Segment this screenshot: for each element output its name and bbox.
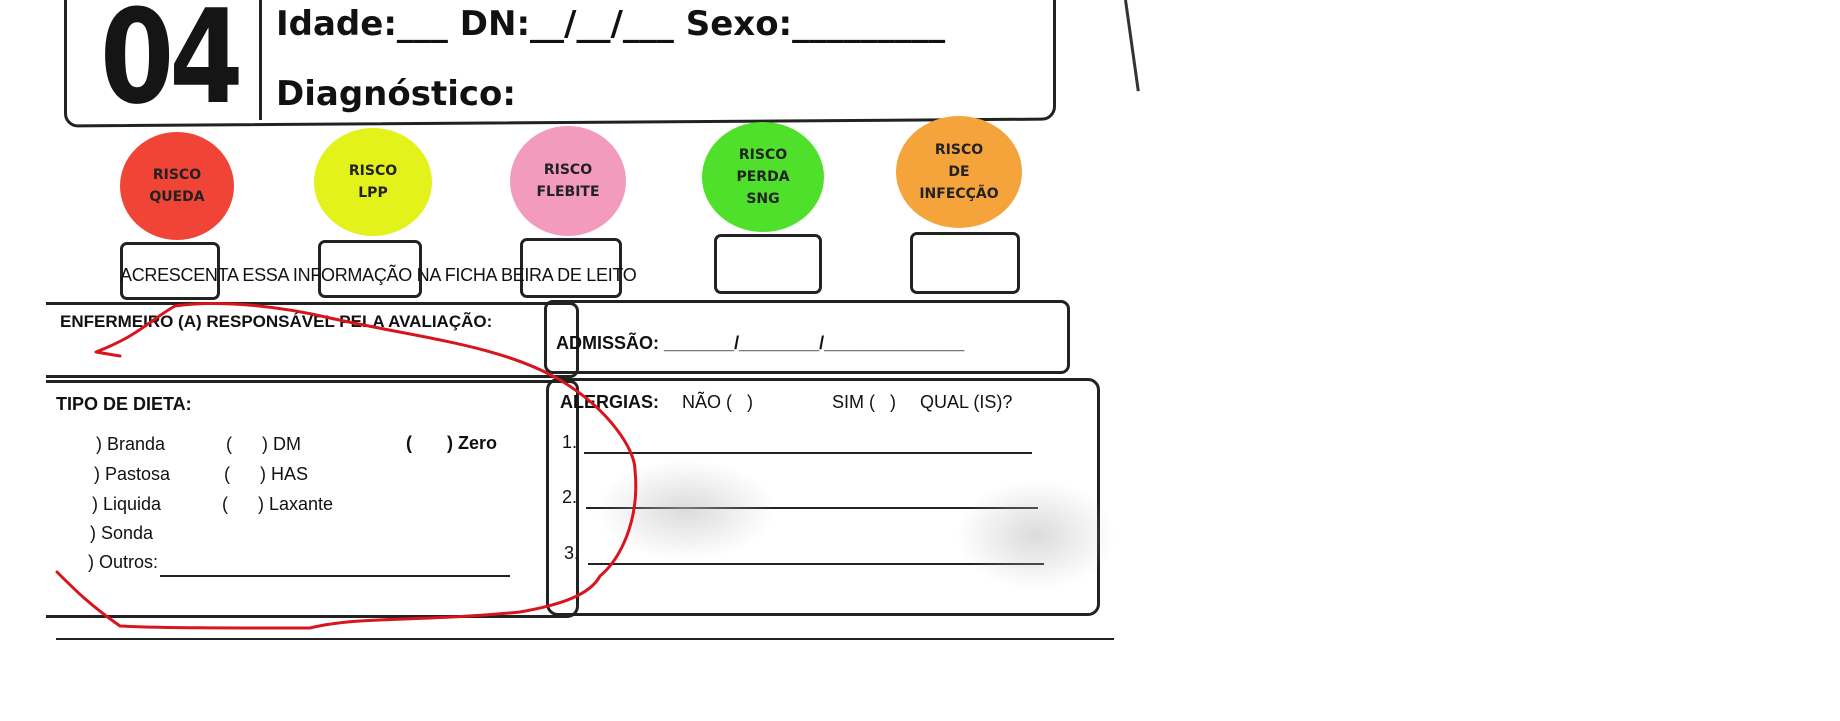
allergy-item-1-line[interactable]	[584, 452, 1032, 454]
header-divider	[259, 0, 262, 120]
diet-option-zero[interactable]: ( ) Zero	[406, 433, 498, 453]
paper-shadow	[956, 480, 1116, 590]
risk-phlebitis-marker: RISCO FLEBITE	[510, 126, 626, 236]
risk-fall-marker: RISCO QUEDA	[120, 132, 234, 240]
risk-tube-loss-marker: RISCO PERDA SNG	[702, 122, 824, 232]
overlay-note-text: ACRESCENTA ESSA INFORMAÇÃO NA FICHA BEIR…	[120, 265, 637, 285]
allergies-no-option[interactable]: NÃO ( )	[682, 392, 753, 412]
diet-outros-line[interactable]	[160, 575, 510, 577]
allergy-item-2-label: 2.	[562, 487, 578, 507]
allergy-item-2-line[interactable]	[586, 507, 1038, 509]
patient-data-line: Idade:___ DN:__/__/___ Sexo:_________	[276, 4, 946, 44]
diagnosis-label: Diagnóstico:	[276, 74, 516, 114]
bed-number: 04	[100, 0, 243, 133]
risk-infection-marker: RISCO DE INFECÇÃO	[896, 116, 1022, 228]
risk-fall-checkbox[interactable]	[120, 242, 220, 300]
allergies-title: ALERGIAS:	[560, 392, 659, 412]
diet-option-sonda[interactable]: ) Sonda	[90, 523, 154, 543]
allergy-item-3-line[interactable]	[588, 563, 1044, 565]
paper-shadow	[596, 460, 776, 560]
diet-option-dm[interactable]: ( ) DM	[226, 434, 301, 454]
risk-infection-checkbox[interactable]	[910, 232, 1020, 294]
nurse-label: ENFERMEIRO (A) RESPONSÁVEL PELA AVALIAÇÃ…	[60, 312, 493, 331]
allergy-item-3-label: 3.	[564, 543, 580, 563]
risk-tube-loss-checkbox[interactable]	[714, 234, 822, 294]
diet-option-laxante[interactable]: ( ) Laxante	[222, 494, 334, 514]
paper-edge	[1124, 0, 1140, 92]
allergy-item-1-label: 1.	[562, 432, 578, 452]
diet-title: TIPO DE DIETA:	[56, 394, 192, 414]
form-sheet: 04 Idade:___ DN:__/__/___ Sexo:_________…	[46, 0, 1140, 640]
diet-option-branda[interactable]: ) Branda	[96, 434, 166, 454]
diet-option-outros[interactable]: ) Outros:	[88, 552, 159, 572]
risk-phlebitis-checkbox[interactable]	[520, 238, 622, 298]
allergies-yes-option[interactable]: SIM ( )	[832, 392, 896, 412]
diet-option-pastosa[interactable]: ) Pastosa	[94, 464, 171, 484]
diet-option-has[interactable]: ( ) HAS	[224, 464, 309, 484]
risk-pressure-ulcer-marker: RISCO LPP	[314, 128, 432, 236]
admission-field[interactable]: ADMISSÃO: _______/________/_____________…	[556, 333, 965, 353]
diet-option-liquida[interactable]: ) Liquida	[92, 494, 162, 514]
risk-pressure-ulcer-checkbox[interactable]	[318, 240, 422, 298]
allergies-which-label: QUAL (IS)?	[920, 392, 1013, 412]
